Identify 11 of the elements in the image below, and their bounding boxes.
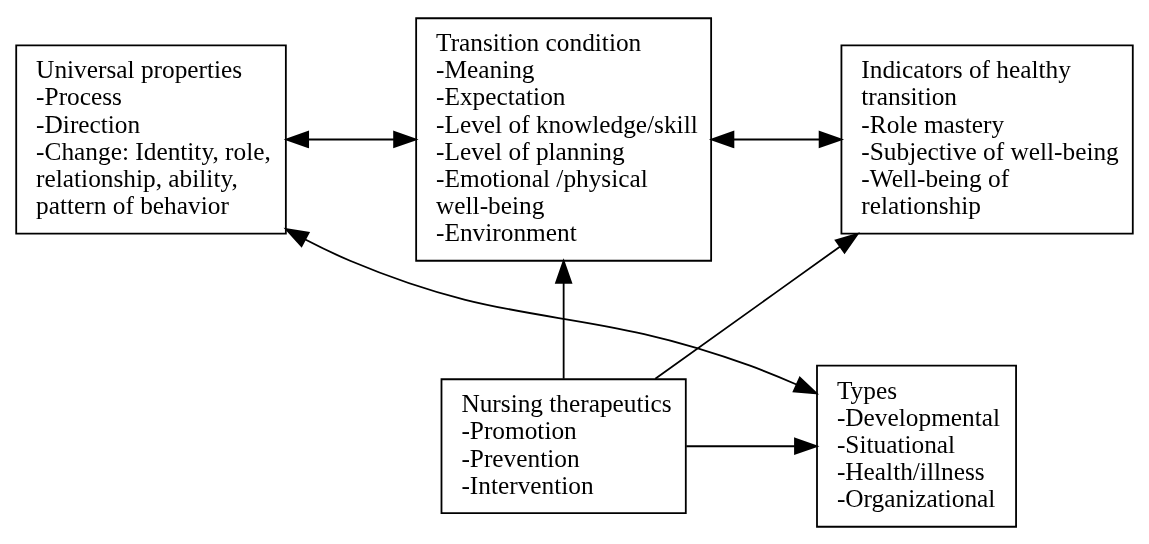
arrow [708,130,845,148]
arrow [283,130,419,148]
node-box: Types -Developmental -Situational -Health/illness -Organizational [816,364,1017,528]
arrow [654,231,860,380]
node-box: Universal properties -Process -Direction -Change: Identity, role, relationship, ability, pattern of behavior [15,43,287,234]
node-box: Indicators of healthy transition -Role mastery -Subjective of well-being -Well-being of relationship [840,43,1134,234]
arrow [283,227,820,395]
node-box: Nursing therapeutics -Promotion -Prevention -Intervention [440,377,687,514]
arrow [554,257,573,380]
node-box: Transition condition -Meaning -Expectation -Level of knowledge/skill -Level of planning -Emotional /physical well-being -Environment [415,16,713,262]
arrow [685,436,820,455]
